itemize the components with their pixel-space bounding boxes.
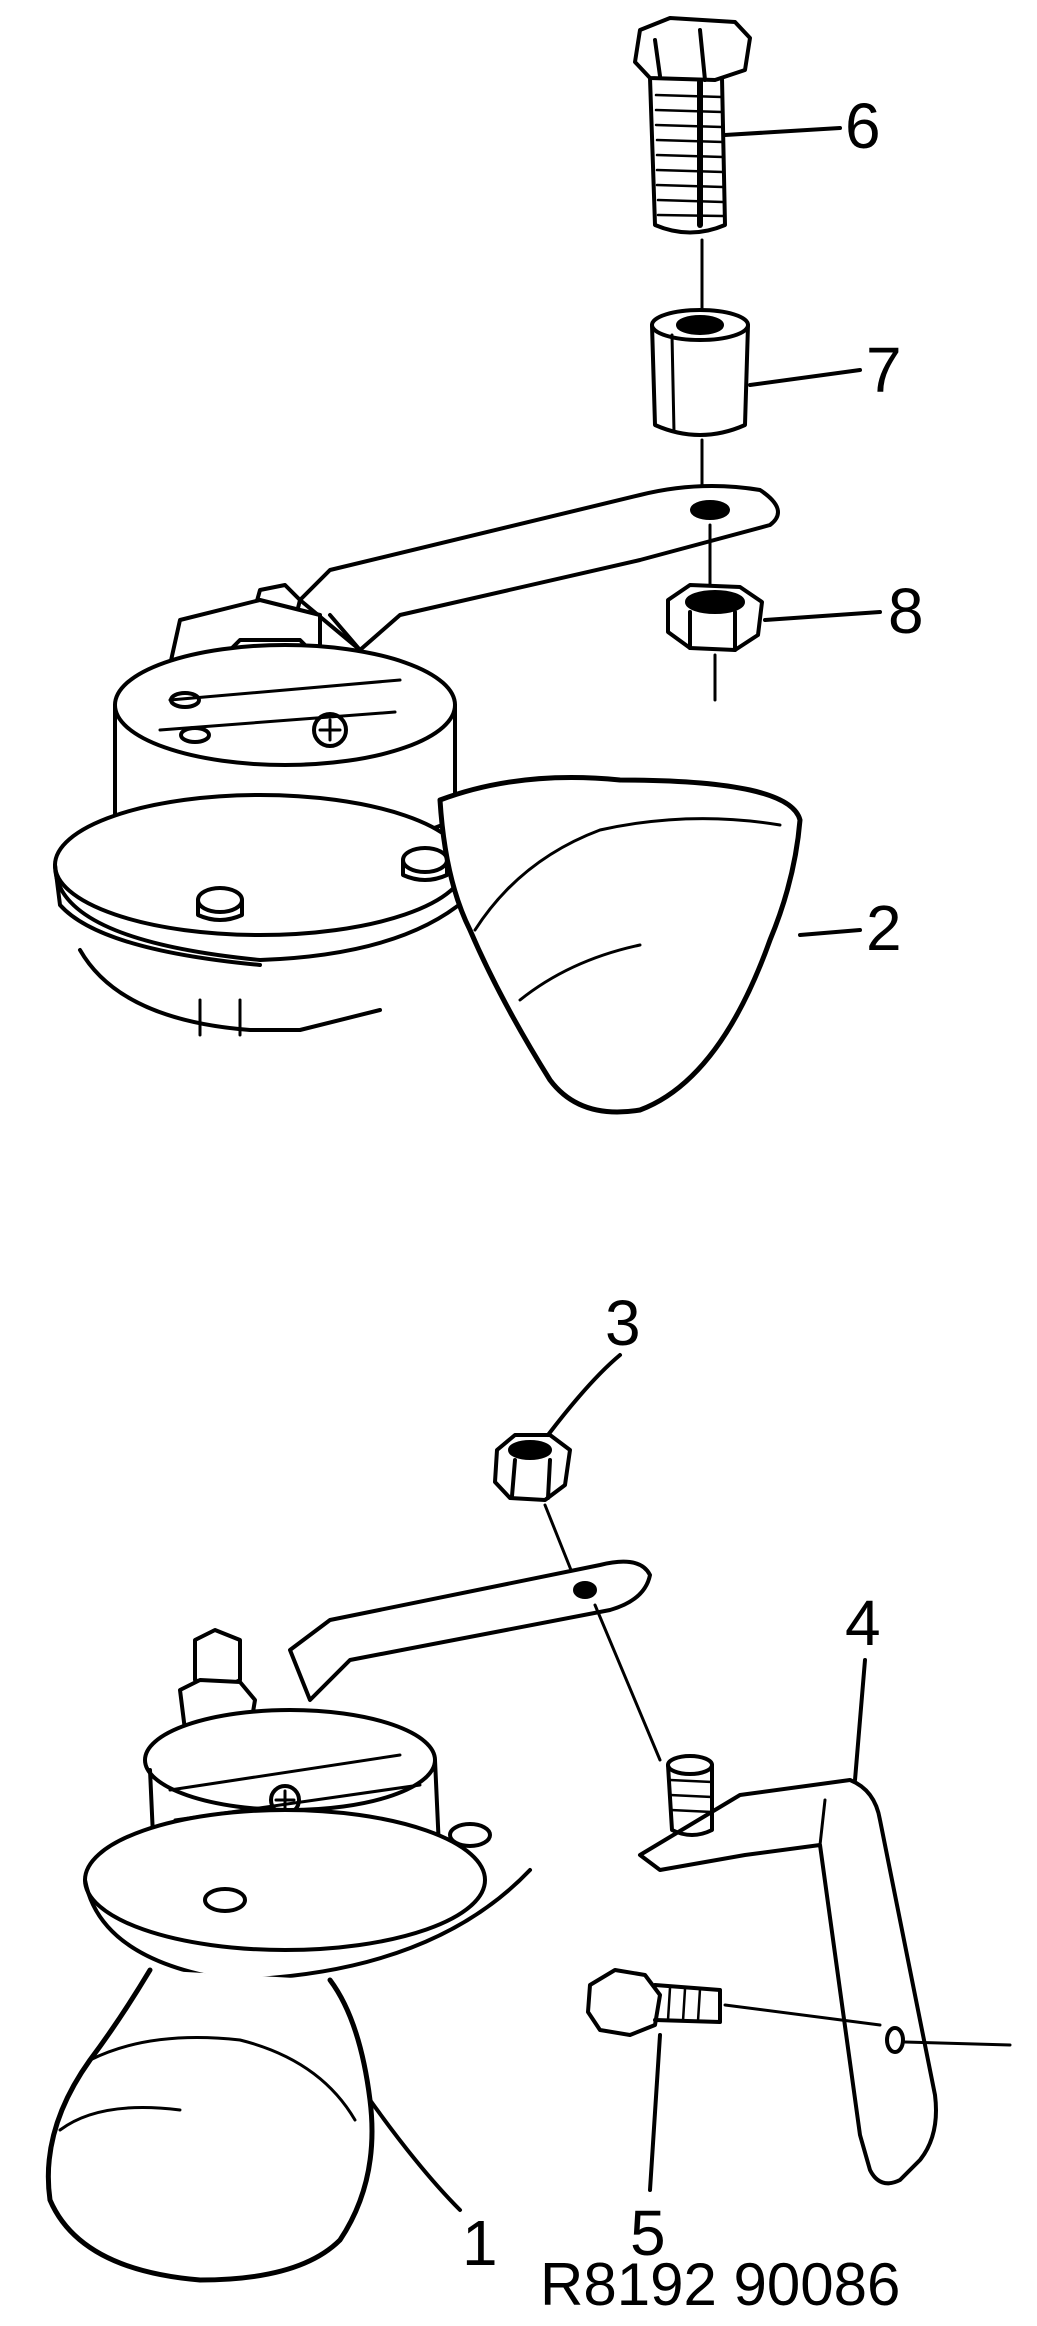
callout-3: 3: [605, 1287, 641, 1359]
callout-2: 2: [866, 892, 902, 964]
callout-1: 1: [462, 2207, 498, 2279]
callout-7: 7: [866, 334, 902, 406]
upper-nut: [666, 583, 764, 652]
mounting-bracket: [638, 1754, 938, 2186]
lower-mounting-arm: [288, 1559, 652, 1702]
lower-horn: [45, 1628, 532, 2283]
bolt-axis: [723, 2003, 882, 2027]
leader-3: [546, 1353, 622, 1437]
spacer: [650, 308, 750, 437]
assembly-axis-lower-2: [593, 1603, 662, 1762]
callout-8: 8: [888, 575, 924, 647]
leader-5: [648, 2033, 662, 2192]
lower-nut: [493, 1433, 572, 1502]
leader-1: [368, 2098, 462, 2212]
upper-bolt: [633, 16, 752, 235]
leader-8: [763, 610, 882, 622]
leader-lines: [368, 126, 882, 2212]
upper-horn: [53, 583, 803, 1115]
upper-mounting-arm: [298, 484, 780, 652]
callout-5: 5: [630, 2197, 666, 2269]
leader-2: [798, 928, 862, 937]
bracket-axis: [903, 2040, 1012, 2047]
callout-6: 6: [845, 90, 881, 162]
leader-7: [748, 368, 862, 387]
callout-4: 4: [845, 1587, 881, 1659]
leader-4: [853, 1658, 867, 1782]
assembly-axis-lower: [543, 1503, 577, 1582]
leader-6: [723, 126, 842, 137]
figure-reference-caption: R8192 90086: [540, 2251, 900, 2318]
lower-bolt: [586, 1968, 722, 2037]
